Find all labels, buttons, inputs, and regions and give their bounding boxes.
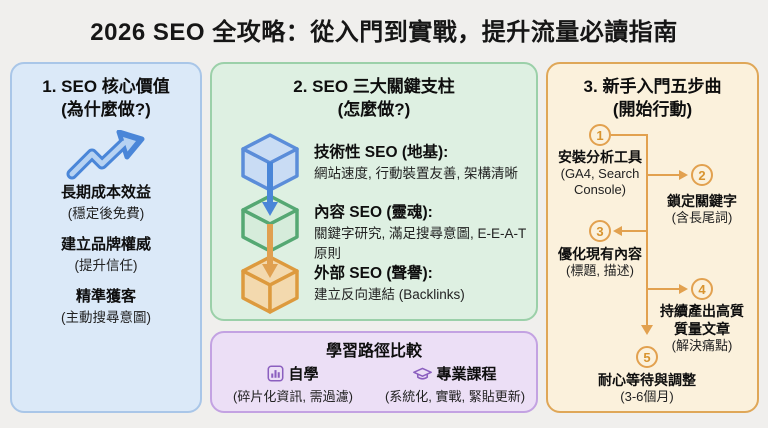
step-number-badge: 1 (589, 124, 611, 146)
core-value-panel: 1. SEO 核心價值 (為什麼做?) 長期成本效益 (穩定後免費) 建立品牌權… (10, 62, 202, 413)
step-note: (標題, 描述) (566, 263, 634, 279)
learning-option-self: 自學 (碎片化資訊, 需過濾) (212, 365, 374, 406)
list-item: 長期成本效益 (穩定後免費) (12, 182, 200, 224)
pillar-label: 技術性 SEO (地基): (314, 144, 449, 161)
steps-title-line1: 3. 新手入門五步曲 (583, 77, 722, 96)
option-label: 自學 (212, 365, 374, 388)
step-label: 安裝分析工具 (558, 149, 642, 165)
learning-options: 自學 (碎片化資訊, 需過濾) 專業課程 (系統化, 實戰, 緊貼更新) (212, 365, 536, 406)
steps-title: 3. 新手入門五步曲 (開始行動) (548, 76, 757, 122)
option-label-text: 專業課程 (436, 366, 497, 383)
steps-panel: 3. 新手入門五步曲 (開始行動) 1 2 3 4 5 安裝分析工具 (GA4,… (546, 62, 759, 413)
learning-option-course: 專業課程 (系統化, 實戰, 緊貼更新) (374, 365, 536, 406)
step-label: 持續產出高質質量文章 (660, 303, 744, 338)
step-number-badge: 3 (589, 220, 611, 242)
step-item: 持續產出高質質量文章 (解決痛點) (656, 302, 748, 355)
step-item: 安裝分析工具 (GA4, Search Console) (544, 148, 656, 199)
core-value-title-line1: 1. SEO 核心價值 (42, 77, 170, 96)
step-number-badge: 4 (691, 278, 713, 300)
step-label: 鎖定關鍵字 (667, 193, 737, 209)
item-label: 精準獲客 (75, 288, 136, 305)
trending-up-icon (64, 129, 148, 187)
flow-connectors (611, 134, 688, 335)
item-note: (提升信任) (74, 258, 138, 273)
stacked-cubes-icon (234, 132, 306, 322)
pillar-label: 內容 SEO (靈魂): (314, 204, 433, 221)
list-item: 建立品牌權威 (提升信任) (12, 234, 200, 276)
graduation-cap-icon (413, 367, 433, 388)
step-note: (含長尾詞) (671, 210, 733, 226)
item-note: (主動搜尋意圖) (61, 310, 151, 325)
core-value-items: 長期成本效益 (穩定後免費) 建立品牌權威 (提升信任) 精準獲客 (主動搜尋意… (12, 182, 200, 338)
pillar-note: 建立反向連結 (Backlinks) (314, 287, 465, 302)
option-note: (系統化, 實戰, 緊貼更新) (384, 389, 526, 404)
learning-path-panel: 學習路徑比較 自學 (碎片化資訊, 需過濾) (210, 331, 538, 413)
item-label: 建立品牌權威 (60, 236, 151, 253)
list-item: 精準獲客 (主動搜尋意圖) (12, 286, 200, 328)
item-label: 長期成本效益 (60, 184, 151, 201)
step-number-badge: 2 (691, 164, 713, 186)
option-label-text: 自學 (288, 366, 319, 383)
item-note: (穩定後免費) (67, 206, 145, 221)
step-item: 耐心等待與調整 (3-6個月) (572, 371, 722, 405)
pillar-note: 網站速度, 行動裝置友善, 架構清晰 (314, 166, 519, 181)
step-note: (GA4, Search Console) (560, 166, 640, 198)
learning-path-title: 學習路徑比較 (325, 343, 422, 360)
step-item: 優化現有內容 (標題, 描述) (545, 245, 655, 279)
step-note: (解決痛點) (671, 338, 733, 354)
option-label: 專業課程 (374, 365, 536, 388)
step-item: 鎖定關鍵字 (含長尾詞) (647, 192, 757, 226)
option-note: (碎片化資訊, 需過濾) (233, 389, 353, 404)
pillars-title: 2. SEO 三大關鍵支柱 (怎麼做?) (212, 76, 536, 122)
steps-title-line2: (開始行動) (612, 99, 693, 119)
pillars-panel: 2. SEO 三大關鍵支柱 (怎麼做?) (210, 62, 538, 321)
pillars-title-line1: 2. SEO 三大關鍵支柱 (293, 77, 455, 96)
pillar-label: 外部 SEO (聲譽): (314, 265, 433, 282)
step-label: 優化現有內容 (558, 246, 642, 262)
bar-chart-icon (267, 365, 284, 388)
page-title: 2026 SEO 全攻略：從入門到實戰，提升流量必讀指南 (90, 19, 678, 46)
core-value-title: 1. SEO 核心價值 (為什麼做?) (12, 76, 200, 122)
pillar-note: 關鍵字研究, 滿足搜尋意圖, E-E-A-T原則 (314, 226, 527, 261)
pillars-title-line2: (怎麼做?) (337, 99, 411, 119)
core-value-title-line2: (為什麼做?) (61, 99, 151, 119)
step-note: (3-6個月) (620, 389, 674, 405)
step-label: 耐心等待與調整 (598, 372, 696, 388)
step-number-badge: 5 (636, 346, 658, 368)
